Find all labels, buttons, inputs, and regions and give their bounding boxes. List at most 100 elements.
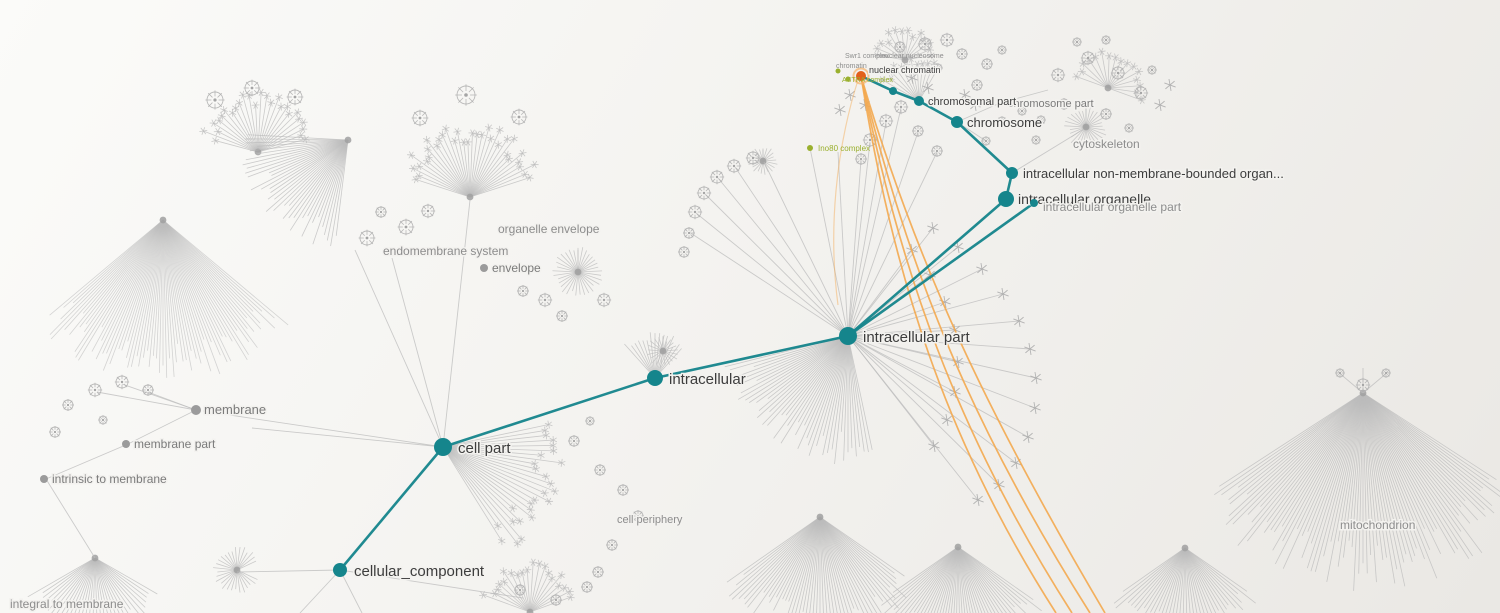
cluster [878, 54, 942, 105]
flower-node-icon [510, 108, 528, 126]
flower-node-icon [617, 484, 629, 496]
node-label-intracellular_organelle: intracellular organelle [1018, 191, 1151, 207]
flower-node-icon [981, 58, 993, 70]
flower-node-icon [585, 416, 595, 426]
region-label: cell periphery [617, 514, 683, 526]
term-node[interactable] [40, 475, 48, 483]
term-label: membrane [204, 402, 266, 417]
flower-node-icon [997, 116, 1007, 126]
green-term-node[interactable] [835, 68, 841, 74]
tiny-term-label: Swr1 complex [845, 53, 889, 60]
tiny-term-label: chromatin [836, 63, 867, 70]
flower-node-icon [1381, 368, 1391, 378]
asterisk-node-icon [1022, 431, 1034, 443]
graph-node-chromosome[interactable] [951, 116, 963, 128]
node-label-intracellular_non_membrane_bounded_organelle: intracellular non-membrane-bounded organ… [1023, 166, 1284, 181]
flower-node-icon [594, 464, 606, 476]
asterisk-node-icon [1164, 79, 1176, 91]
cluster [722, 332, 873, 465]
flower-node-icon [683, 227, 695, 239]
flower-node-icon [606, 539, 618, 551]
asterisk-node-icon [1154, 99, 1166, 111]
flower-node-icon [933, 63, 943, 73]
graph-node-intracellular_organelle[interactable] [998, 191, 1014, 207]
flower-node-icon [420, 203, 436, 219]
flower-node-icon [114, 374, 130, 390]
asterisk-node-icon [1029, 402, 1041, 414]
flower-node-icon [632, 510, 644, 522]
flower-node-icon [411, 109, 429, 127]
term-label: intrinsic to membrane [52, 472, 167, 486]
flower-node-icon [917, 36, 933, 52]
flower-node-icon [1036, 115, 1046, 125]
cluster-apex-node[interactable] [574, 268, 582, 276]
flower-node-icon [1058, 98, 1070, 110]
cluster-apex-node[interactable] [159, 216, 167, 224]
cluster [552, 247, 603, 296]
flower-node-icon [894, 41, 906, 53]
cluster-apex-node[interactable] [759, 157, 767, 165]
term-node[interactable] [480, 264, 488, 272]
flower-node-icon [1050, 67, 1066, 83]
flower-node-icon [1100, 108, 1112, 120]
flower-node-icon [1133, 85, 1149, 101]
cluster-apex-node[interactable] [1104, 84, 1112, 92]
cluster [242, 134, 352, 247]
cluster-apex-node[interactable] [1181, 544, 1189, 552]
cluster-apex-node[interactable] [344, 136, 352, 144]
cluster [439, 420, 566, 548]
node-label-cellular_component: cellular_component [354, 563, 485, 580]
cluster-apex-node[interactable] [466, 193, 474, 201]
asterisk-node-icon [997, 288, 1009, 300]
flower-node-icon [912, 125, 924, 137]
cluster-apex-node[interactable] [1082, 123, 1090, 131]
asterisk-node-icon [834, 104, 846, 116]
cluster-apex-node[interactable] [659, 347, 667, 355]
flower-node-icon [286, 88, 304, 106]
green-term-node[interactable] [807, 145, 813, 151]
asterisk-node-icon [969, 99, 981, 111]
flower-node-icon [1072, 37, 1082, 47]
graph-node-cell_part[interactable] [434, 438, 452, 456]
flower-node-icon [1355, 377, 1371, 393]
cluster-apex-node[interactable] [954, 543, 962, 551]
flower-node-icon [931, 145, 943, 157]
flower-node-icon [537, 292, 553, 308]
flower-node-icon [997, 45, 1007, 55]
graph-node-intracellular[interactable] [647, 370, 663, 386]
graph-node-cellular_component[interactable] [333, 563, 347, 577]
graph-node-intracellular_non_membrane_bounded_organelle[interactable] [1006, 167, 1018, 179]
cluster [647, 335, 678, 369]
graph-node-intracellular_part[interactable] [839, 327, 857, 345]
flower-node-icon [98, 415, 108, 425]
orange-relation-edges [833, 75, 1106, 613]
flower-node-icon [581, 581, 593, 593]
node-label-chromosomal_part: chromosomal part [928, 96, 1016, 108]
asterisk-node-icon [941, 414, 953, 426]
graph-node-chromosomal_part[interactable] [914, 96, 924, 106]
flower-node-icon [893, 99, 909, 115]
region-label: endomembrane system [383, 244, 508, 258]
flower-node-icon [678, 246, 690, 258]
graph-node-nuclear_chromatin[interactable] [856, 71, 866, 81]
flower-node-icon [1124, 123, 1134, 133]
flower-node-icon [1101, 35, 1111, 45]
term-node[interactable] [191, 405, 201, 415]
term-node[interactable] [997, 100, 1003, 106]
tiny-term-label: nuclear nucleosome [881, 53, 944, 60]
graph-node-intracellular_organelle_part[interactable] [1030, 199, 1038, 207]
node-label-nuclear_chromatin: nuclear chromatin [869, 65, 941, 75]
cluster-apex-node[interactable] [526, 608, 534, 613]
term-node[interactable] [122, 440, 130, 448]
cluster-apex-node[interactable] [901, 56, 909, 64]
cluster-apex-node[interactable] [816, 513, 824, 521]
flower-node-icon [568, 435, 580, 447]
flower-glyphs [49, 32, 1391, 606]
node-label-chromosome: chromosome [967, 115, 1042, 130]
flower-node-icon [709, 169, 725, 185]
graph-node-nucleosome_node[interactable] [889, 87, 897, 95]
green-term-node[interactable] [845, 76, 851, 82]
